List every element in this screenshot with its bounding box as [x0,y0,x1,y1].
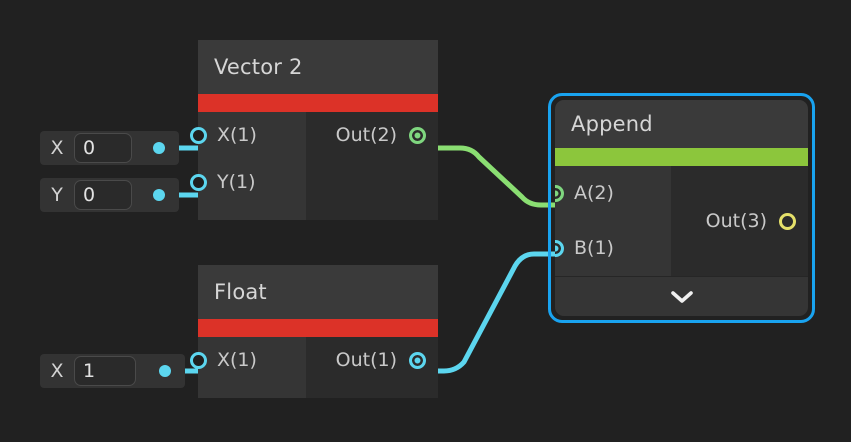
node-accent-bar [198,319,438,337]
value-widget-y0[interactable]: Y [40,178,179,212]
output-ports: Out(1) [306,337,438,398]
node-body: X(1) Out(1) [190,337,438,398]
node-title: Vector 2 [214,54,303,79]
node-header[interactable]: Append [555,100,808,148]
port-dot-icon[interactable] [779,212,796,230]
port-dot-icon[interactable] [190,127,207,144]
input-ports: A(2) B(1) [555,166,671,276]
port-label: Out(2) [335,124,397,146]
port-dot-icon[interactable] [190,174,207,191]
node-header[interactable]: Float [198,265,438,319]
widget-output-dot[interactable] [153,189,165,201]
value-widget-label: X [50,136,64,159]
port-dot-icon[interactable] [555,185,564,202]
input-ports: X(1) [190,337,306,398]
port-label: X(1) [217,124,257,146]
port-dot-icon[interactable] [190,352,207,369]
value-input-y0[interactable] [74,180,132,210]
port-dot-icon[interactable] [409,352,426,369]
input-port-x[interactable]: X(1) [190,112,306,159]
value-widget-x1[interactable]: X [40,354,185,388]
value-widget-label: X [50,359,64,382]
port-label: Out(1) [335,349,397,371]
input-port-y[interactable]: Y(1) [190,159,306,206]
value-widget-x0[interactable]: X [40,131,179,165]
value-widget-label: Y [51,183,63,206]
chevron-down-icon[interactable] [670,291,693,303]
port-dot-icon[interactable] [555,240,564,257]
input-port-x[interactable]: X(1) [190,337,306,384]
port-label: X(1) [217,349,257,371]
output-ports: Out(3) [671,166,808,276]
input-port-a[interactable]: A(2) [555,166,671,221]
node-accent-bar [198,94,438,112]
node-float[interactable]: Float X(1) Out(1) [190,265,438,398]
node-title: Append [571,111,653,136]
value-input-x1[interactable] [74,356,136,386]
node-append-selection-outline[interactable]: Append A(2) B(1) Out(3) [548,93,815,323]
output-port-out[interactable]: Out(3) [671,166,808,276]
output-port-out[interactable]: Out(1) [306,337,438,384]
node-body: X(1) Y(1) Out(2) [190,112,438,220]
widget-output-dot[interactable] [153,142,165,154]
port-dot-icon[interactable] [409,127,426,144]
node-append[interactable]: Append A(2) B(1) Out(3) [555,100,808,316]
node-vector2[interactable]: Vector 2 X(1) Y(1) Out(2) [190,40,438,220]
node-expand-footer[interactable] [555,276,808,316]
input-port-b[interactable]: B(1) [555,221,671,276]
output-port-out[interactable]: Out(2) [306,112,438,159]
value-input-x0[interactable] [74,133,132,163]
node-header[interactable]: Vector 2 [198,40,438,94]
output-ports: Out(2) [306,112,438,220]
input-ports: X(1) Y(1) [190,112,306,220]
widget-output-dot[interactable] [159,365,171,377]
port-label: B(1) [574,237,614,259]
node-title: Float [214,279,267,304]
port-label: A(2) [574,182,614,204]
port-label: Y(1) [217,171,256,193]
node-body: A(2) B(1) Out(3) [555,166,808,276]
node-accent-bar [555,148,808,166]
port-label: Out(3) [705,209,767,232]
